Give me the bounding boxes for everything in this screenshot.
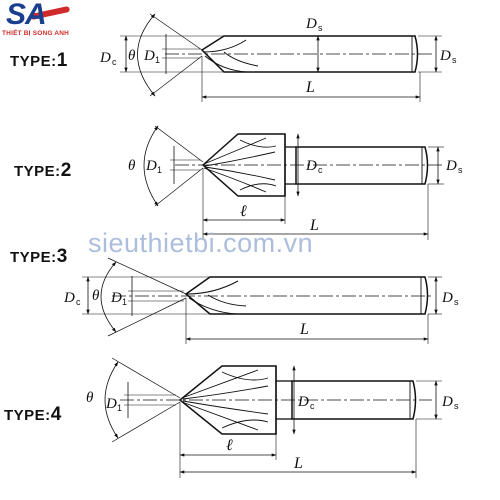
type-1-ds-right-symbol: D	[439, 48, 451, 64]
website-watermark: sieuthietbi.com.vn	[88, 228, 314, 258]
svg-text:c: c	[112, 57, 117, 67]
type-3-ds-symbol: D	[441, 290, 453, 306]
type-3-theta-symbol: θ	[92, 288, 100, 304]
brand-logo: SA THIẾT BỊ SONG ANH	[0, 0, 110, 42]
type-1-tool-body	[200, 35, 419, 73]
type-2-d1-symbol: D	[145, 158, 157, 174]
type-3-length-symbol: L	[299, 321, 309, 338]
type-1-theta-symbol: θ	[128, 48, 136, 64]
type-2-ds-symbol: D	[445, 158, 457, 174]
type-2-label: TYPE:2	[14, 160, 72, 181]
type-2-length-symbol: L	[309, 217, 319, 234]
type-4-theta-symbol: θ	[86, 390, 94, 406]
type-1-flute	[202, 39, 259, 73]
type-4-label: TYPE:4	[4, 404, 62, 425]
svg-text:s: s	[454, 297, 459, 307]
type-2-shank	[295, 146, 429, 185]
type-3-labels: D c θ D 1 D s L	[63, 288, 459, 338]
type-1-angle-arc	[137, 13, 156, 97]
type-4-shank	[291, 380, 417, 420]
type-4-ds-symbol: D	[441, 394, 453, 410]
type-4-angle-arc	[104, 361, 119, 439]
type-1-labels: D c θ D 1 D s D s L	[99, 16, 457, 96]
type-2-head-flutes	[203, 137, 277, 193]
type-3-label: TYPE:3	[10, 246, 68, 267]
svg-text:1: 1	[117, 403, 122, 413]
type-4-flute-length-symbol: ℓ	[226, 437, 233, 454]
svg-text:s: s	[318, 23, 323, 33]
type-4-d1-symbol: D	[105, 396, 117, 412]
type-3-drawing	[82, 257, 442, 344]
svg-text:1: 1	[122, 297, 127, 307]
type-2-theta-symbol: θ	[128, 158, 136, 174]
type-3-dc-symbol: D	[63, 290, 75, 306]
type-2-angle-arc	[143, 125, 159, 207]
type-1-length-symbol: L	[305, 79, 315, 96]
svg-text:s: s	[452, 55, 457, 65]
type-1-label: TYPE:1	[10, 50, 68, 71]
type-4-head-flutes	[181, 369, 269, 431]
type-3-d1-symbol: D	[110, 290, 122, 306]
type-4-length-symbol: L	[293, 455, 303, 472]
type-1-drawing	[120, 13, 442, 102]
type-2-labels: θ D 1 D c D s ℓ L	[128, 158, 463, 234]
svg-text:s: s	[454, 401, 459, 411]
svg-text:c: c	[76, 297, 81, 307]
logo-subtitle: THIẾT BỊ SONG ANH	[2, 30, 70, 37]
type-2-flute-length-symbol: ℓ	[240, 203, 247, 220]
type-3-angle-arc	[100, 261, 117, 333]
type-2-dc-symbol: D	[305, 158, 317, 174]
type-4-dc-symbol: D	[297, 394, 309, 410]
type-1-dc-symbol: D	[99, 50, 111, 66]
svg-text:c: c	[310, 401, 315, 411]
svg-text:1: 1	[155, 55, 160, 65]
type-2-drawing	[143, 125, 444, 240]
svg-text:s: s	[458, 165, 463, 175]
type-4-labels: θ D 1 D c D s ℓ L	[86, 390, 459, 472]
svg-text:c: c	[318, 165, 323, 175]
type-4-drawing	[104, 357, 442, 478]
type-1-ds-top-symbol: D	[305, 16, 317, 32]
logo-mark: SA	[6, 0, 47, 31]
type-1-d1-symbol: D	[143, 48, 155, 64]
type-3-tool-body	[184, 276, 429, 315]
type-3-flute	[186, 280, 247, 315]
svg-text:1: 1	[157, 165, 162, 175]
